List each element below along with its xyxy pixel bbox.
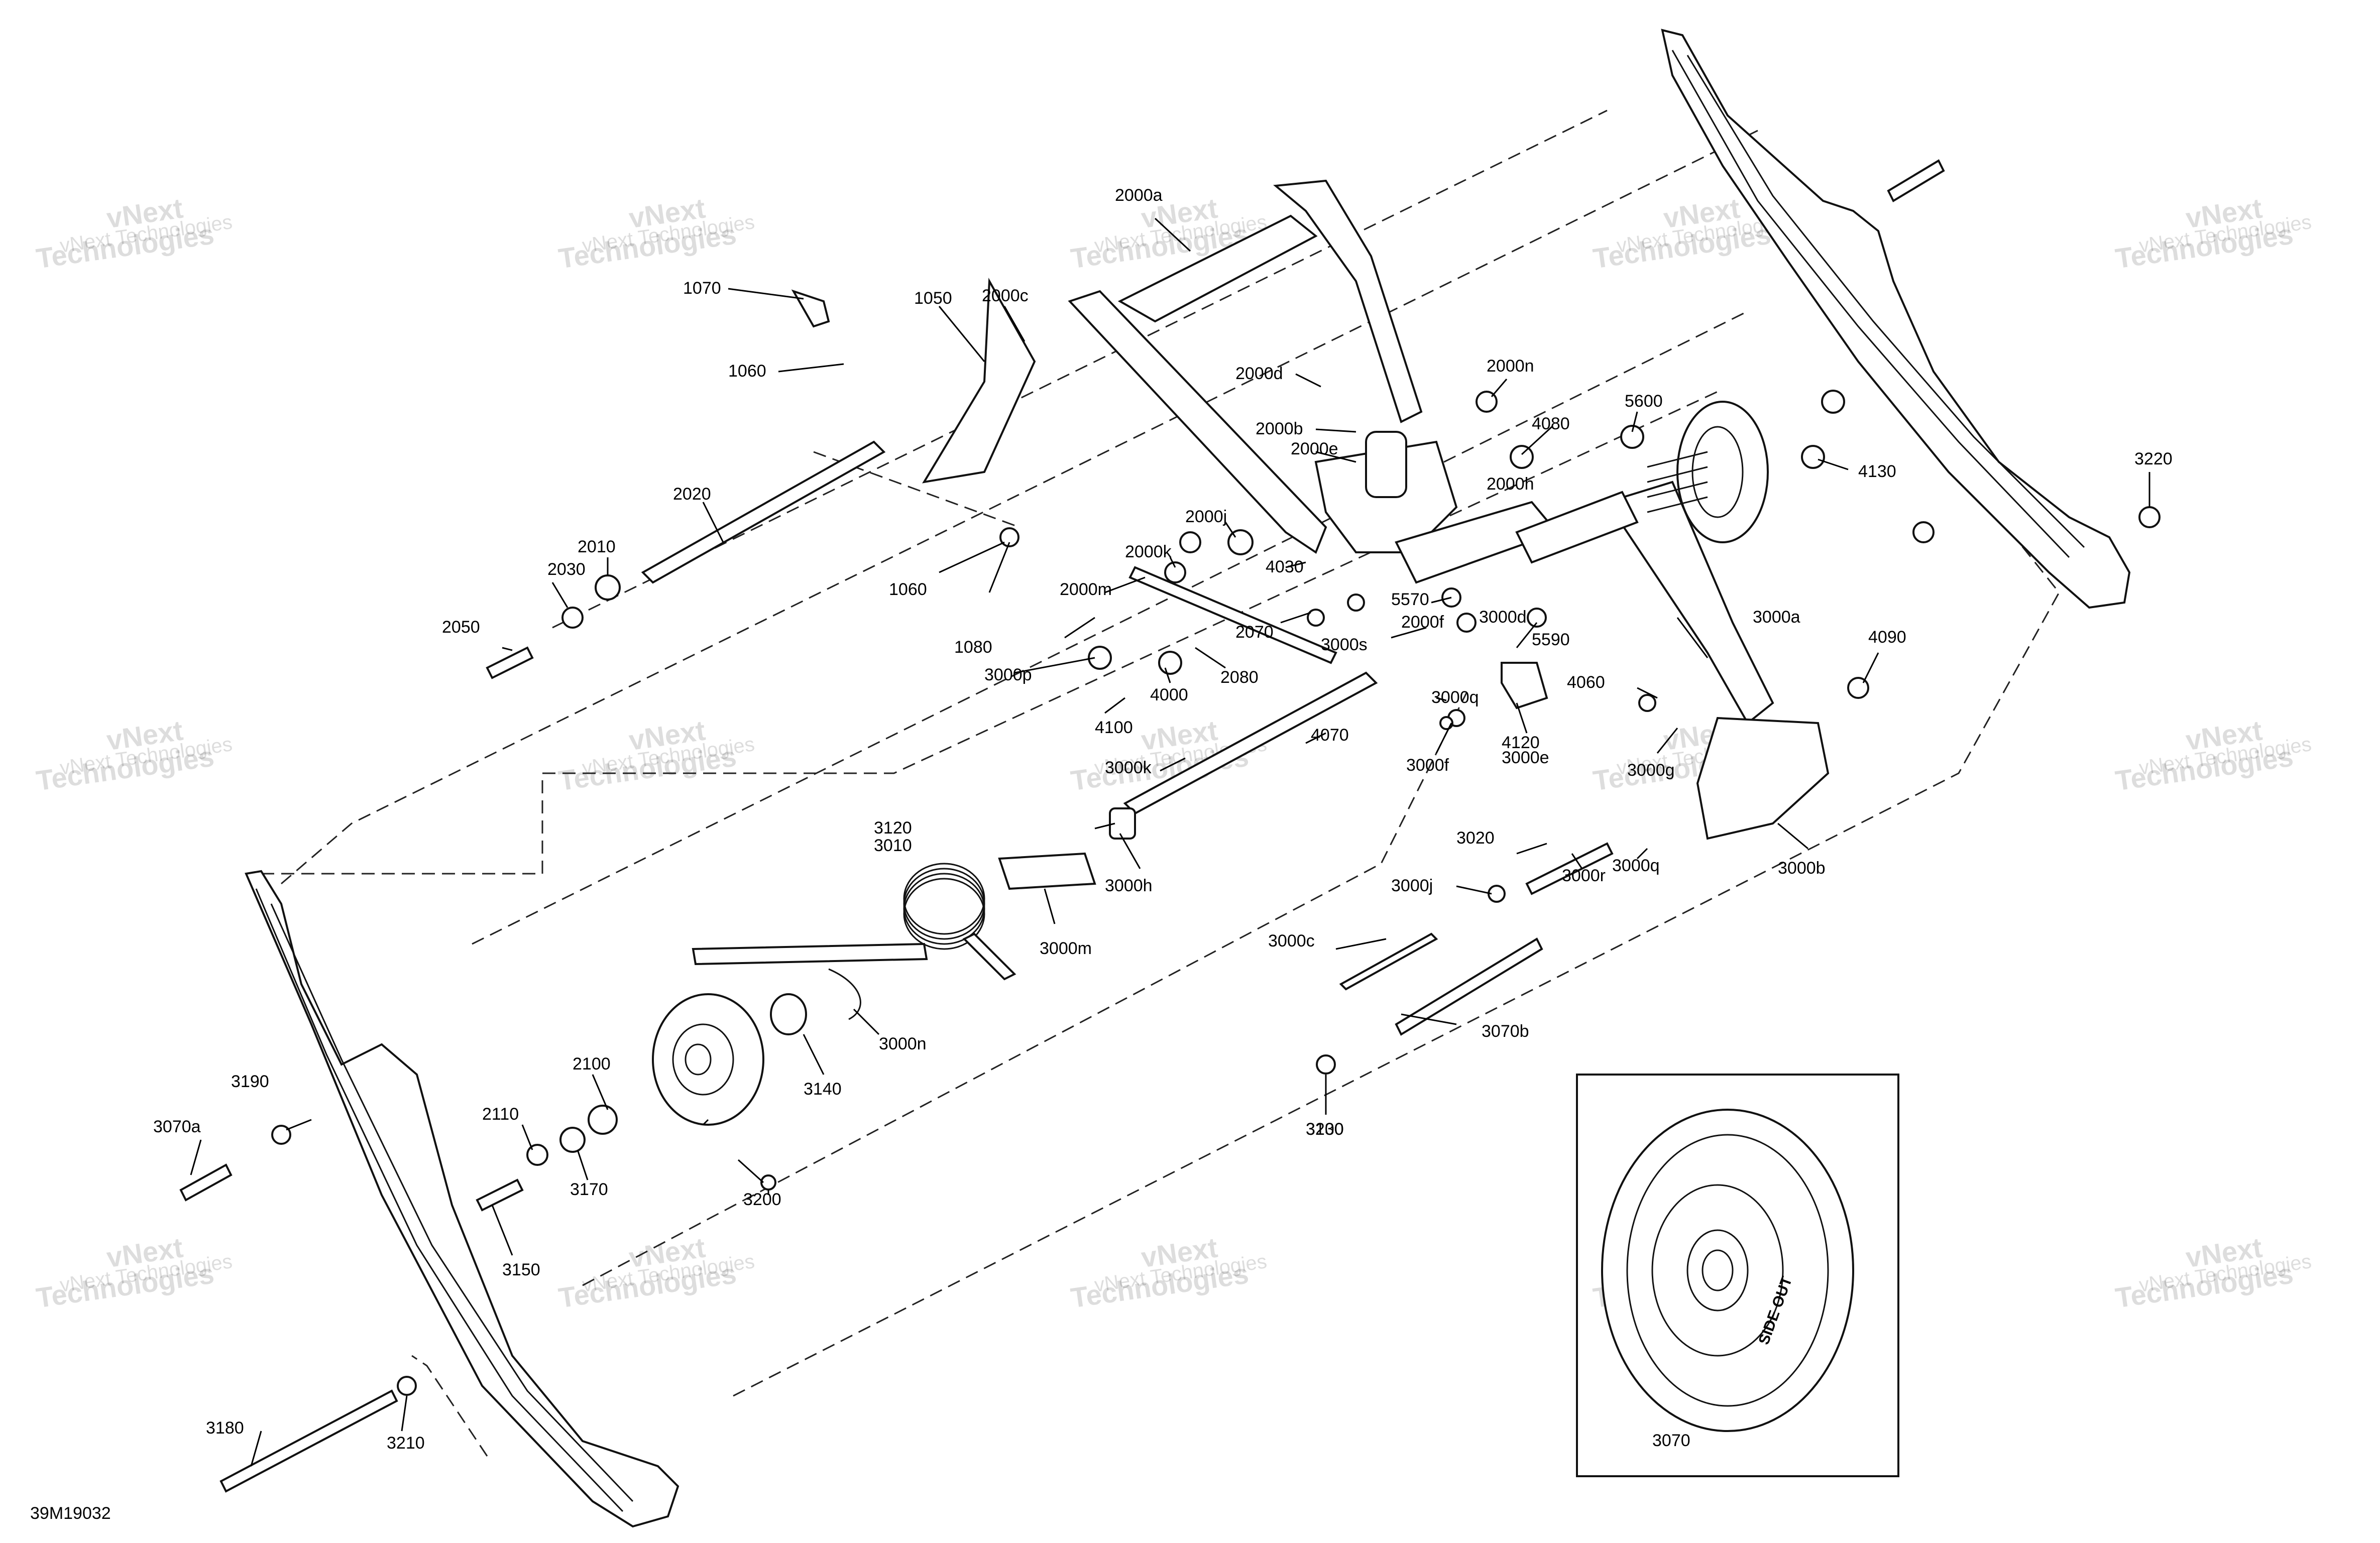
callout-3220: 3220 bbox=[2134, 449, 2173, 468]
callout-3000s: 3000s bbox=[1321, 635, 1368, 654]
callout-1060: 1060 bbox=[889, 580, 927, 599]
callout-3000m: 3000m bbox=[1040, 939, 1092, 958]
left-slide-rail bbox=[245, 870, 679, 1528]
rear-arm-assembly bbox=[1515, 481, 1830, 840]
inset-label: 3070 bbox=[1652, 1431, 1690, 1450]
right-slide-rail bbox=[1661, 29, 2131, 609]
callout-2070: 2070 bbox=[1235, 623, 1274, 642]
callout-3180: 3180 bbox=[206, 1418, 244, 1438]
callout-5600: 5600 bbox=[1625, 392, 1663, 411]
callout-3000f: 3000f bbox=[1406, 756, 1449, 775]
callout-2000b: 2000b bbox=[1256, 419, 1303, 438]
callout-3190: 3190 bbox=[231, 1072, 269, 1091]
callout-3000d: 3000d bbox=[1479, 608, 1527, 627]
callout-2000a: 2000a bbox=[1115, 186, 1163, 205]
assembly-guide-lines bbox=[261, 109, 2060, 1457]
callout-2000j: 2000j bbox=[1185, 507, 1227, 526]
callout-2000n: 2000n bbox=[1487, 357, 1534, 376]
callout-2030: 2030 bbox=[547, 560, 586, 579]
callout-4060: 4060 bbox=[1567, 673, 1605, 692]
callout-2020: 2020 bbox=[673, 485, 711, 504]
callout-2000c: 2000c bbox=[982, 286, 1029, 305]
callout-4090: 4090 bbox=[1868, 628, 1906, 647]
callout-3000k: 3000k bbox=[1105, 758, 1152, 777]
callout-3020: 3020 bbox=[1456, 828, 1495, 848]
callout-4130: 4130 bbox=[1858, 462, 1896, 481]
callout-3000q: 3000q bbox=[1612, 856, 1660, 875]
callout-2110: 2110 bbox=[482, 1105, 519, 1124]
callout-labels: 2000a 1070 1050 2000c 1060 2000d 2000n 4080 5600… bbox=[153, 186, 2173, 1453]
callout-2000h: 2000h bbox=[1487, 474, 1534, 494]
callout-3000a: 3000a bbox=[1753, 608, 1800, 627]
callout-1070: 1070 bbox=[683, 279, 721, 298]
callout-4100: 4100 bbox=[1095, 718, 1133, 737]
callout-1080: 1080 bbox=[954, 638, 992, 657]
spring-idler-wheel bbox=[1647, 401, 1769, 543]
callout-4120: 4120 bbox=[1502, 733, 1540, 752]
front-arm-assembly bbox=[1068, 179, 1559, 584]
callout-3000e: 3000e bbox=[1502, 748, 1549, 767]
callout-2080: 2080 bbox=[1220, 668, 1259, 687]
callout-4000: 4000 bbox=[1150, 685, 1188, 704]
callout-4070: 4070 bbox=[1311, 726, 1349, 745]
callout-3200: 3200 bbox=[743, 1190, 781, 1209]
callout-3210: 3210 bbox=[387, 1434, 425, 1453]
callout-2000m: 2000m bbox=[1060, 580, 1112, 599]
callout-5590: 5590 bbox=[1532, 630, 1570, 649]
callout-4030: 4030 bbox=[1266, 557, 1304, 576]
callout-2000f: 2000f bbox=[1401, 613, 1444, 632]
callout-2000d: 2000d bbox=[1235, 364, 1283, 383]
callout-3170: 3170 bbox=[570, 1180, 608, 1199]
callout-1050: 1050 bbox=[914, 289, 952, 308]
callout-leaders bbox=[190, 217, 2150, 1467]
callout-3000c: 3000c bbox=[1268, 931, 1315, 951]
callout-1060: 1060 bbox=[728, 362, 766, 381]
callout-3000r: 3000r bbox=[1562, 866, 1606, 885]
callout-3000j: 3000j bbox=[1391, 876, 1433, 895]
callout-2000k: 2000k bbox=[1125, 542, 1172, 561]
callout-3120: 3120 bbox=[874, 818, 912, 838]
callout-5570: 5570 bbox=[1391, 590, 1429, 609]
torsion-spring bbox=[692, 863, 1016, 981]
callout-3130: 3130 bbox=[1306, 1120, 1344, 1139]
callout-3000q: 3000q bbox=[1431, 688, 1479, 707]
callout-3070a: 3070a bbox=[153, 1117, 201, 1136]
callout-4080: 4080 bbox=[1532, 414, 1570, 433]
callout-3000n: 3000n bbox=[879, 1034, 927, 1053]
callout-3000h: 3000h bbox=[1105, 876, 1153, 895]
callout-2050: 2050 bbox=[442, 618, 480, 637]
callout-2000e: 2000e bbox=[1291, 439, 1338, 458]
callout-3000g: 3000g bbox=[1627, 761, 1675, 780]
callout-3010: 3010 bbox=[874, 836, 912, 855]
hardware-items bbox=[271, 159, 2161, 1396]
callout-3140: 3140 bbox=[804, 1080, 842, 1099]
callout-3200: 3200 bbox=[1306, 1120, 1344, 1139]
diagram-code: 39M19032 bbox=[30, 1504, 111, 1523]
callout-3000b: 3000b bbox=[1778, 859, 1826, 878]
inset-wheel-detail bbox=[1576, 1074, 1899, 1477]
callout-3150: 3150 bbox=[502, 1260, 540, 1279]
shafts bbox=[179, 440, 1614, 1493]
callout-3000p: 3000p bbox=[984, 665, 1032, 684]
callout-2100: 2100 bbox=[573, 1054, 611, 1074]
callout-3070b: 3070b bbox=[1482, 1022, 1529, 1041]
callout-2010: 2010 bbox=[578, 537, 616, 556]
idler-wheel bbox=[526, 968, 861, 1166]
